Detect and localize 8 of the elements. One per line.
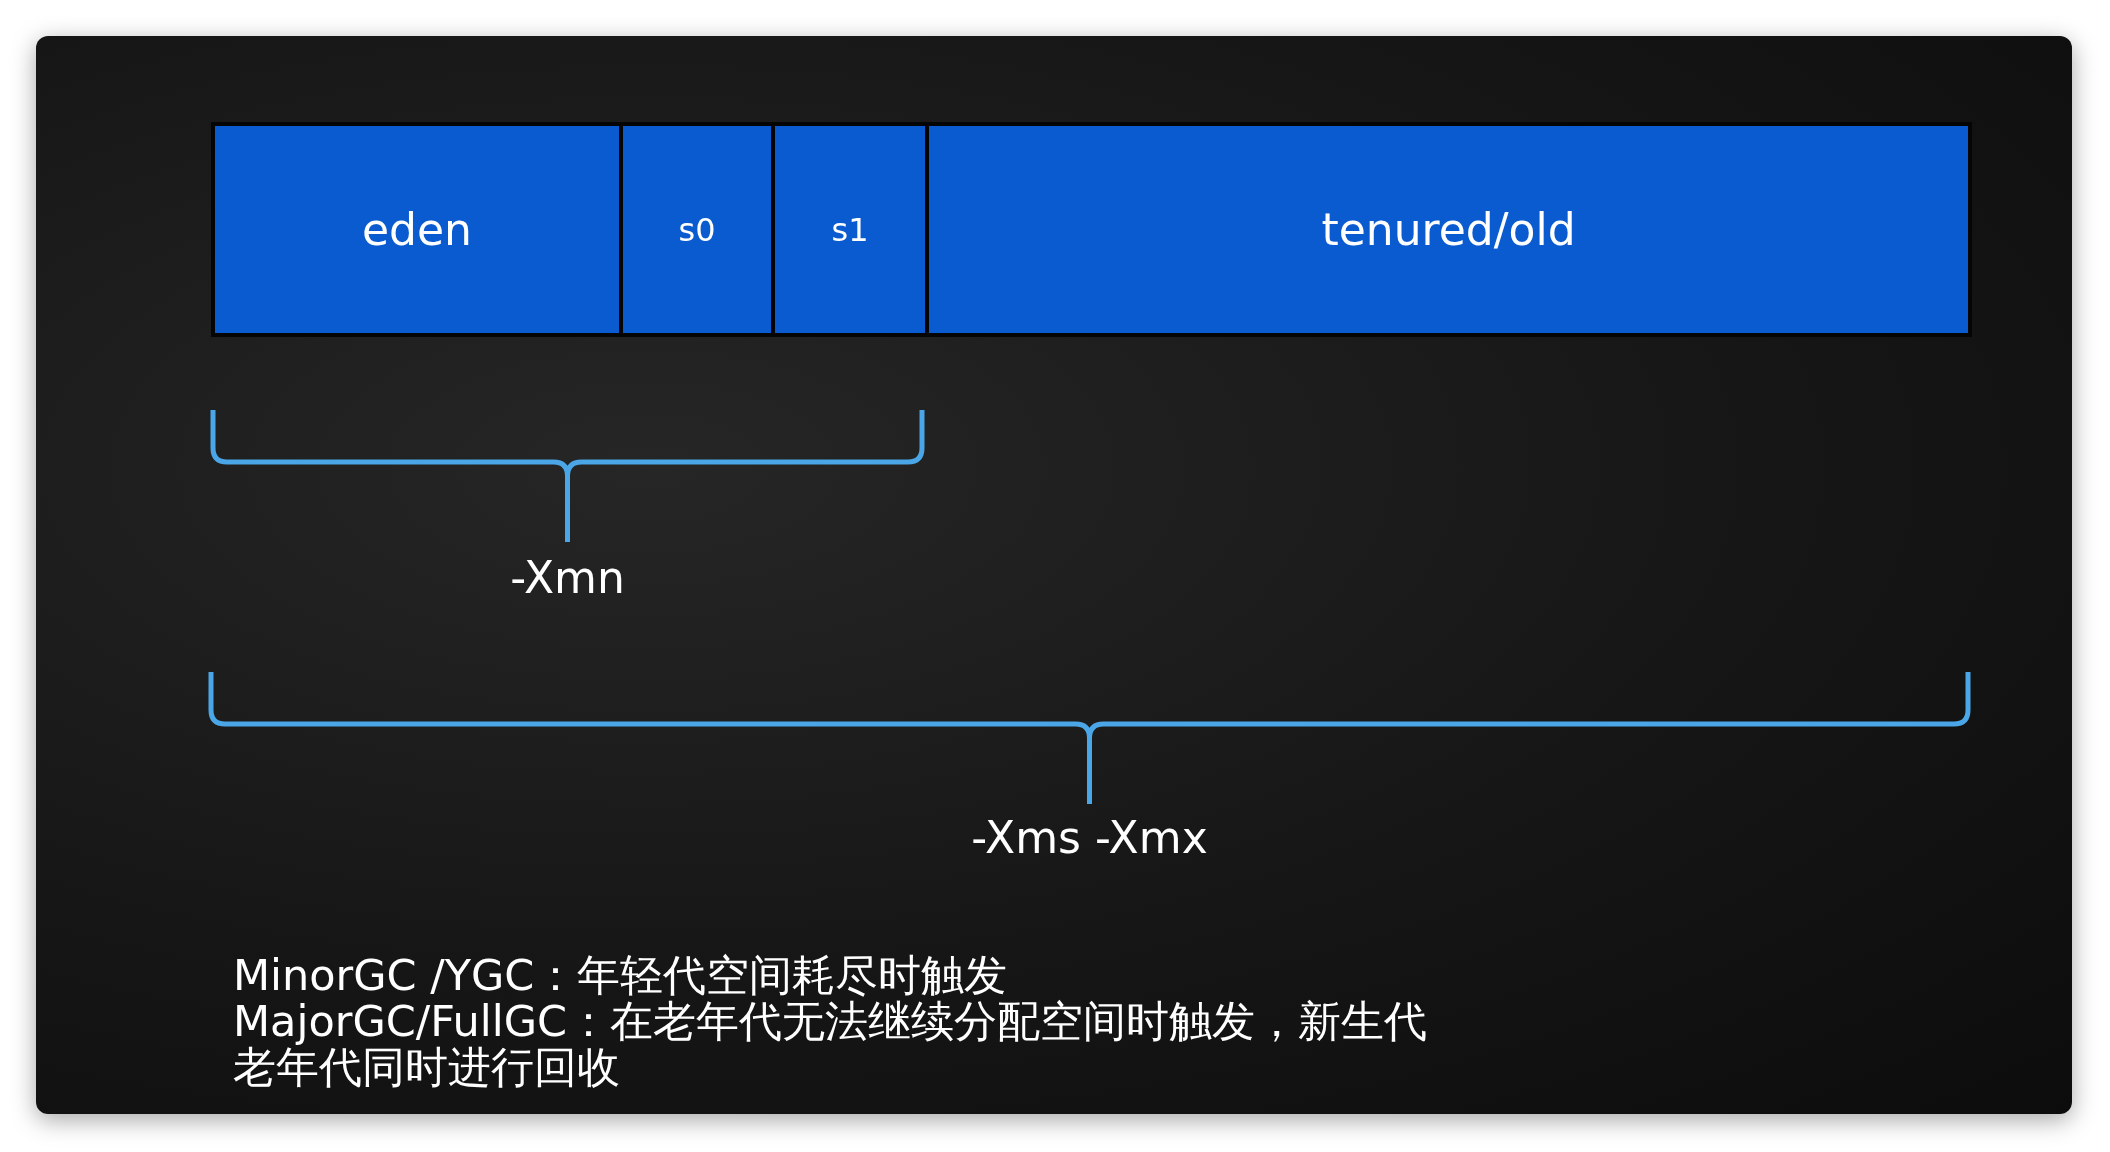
bracket-label: -Xmn (510, 552, 625, 604)
region-label: s0 (678, 210, 716, 249)
region-label: tenured/old (1321, 204, 1576, 255)
bracket-label: -Xms -Xmx (971, 812, 1208, 864)
note-text: MinorGC /YGC：年轻代空间耗尽时触发 (233, 952, 1009, 998)
region-label: eden (362, 204, 472, 255)
note-text: MajorGC/FullGC：在老年代无法继续分配空间时触发，新生代老年代同时进行回收 (233, 998, 1429, 1090)
region-label: s1 (831, 210, 869, 249)
